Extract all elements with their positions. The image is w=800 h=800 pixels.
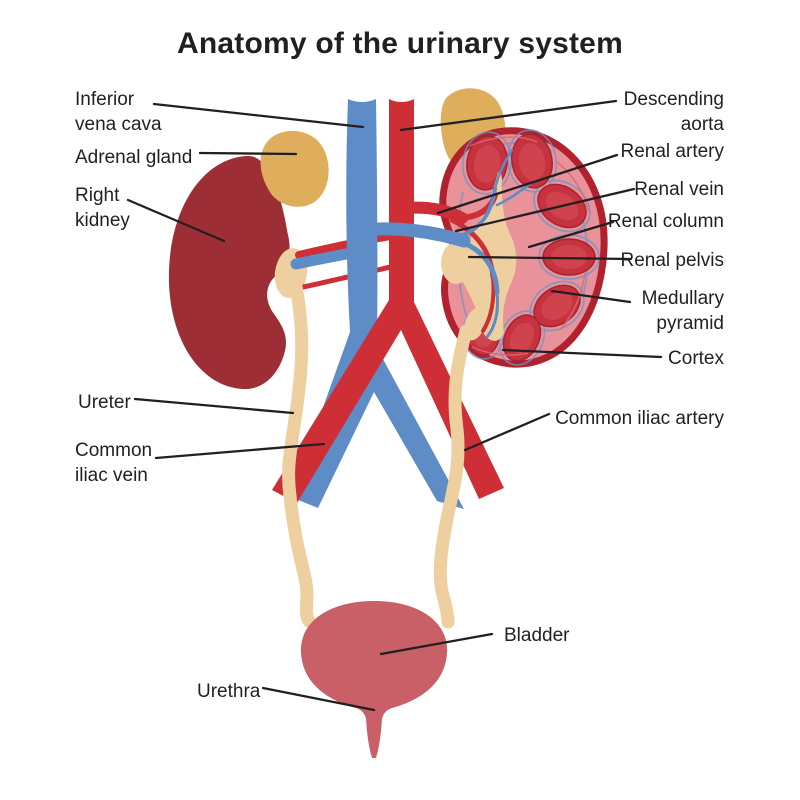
label-right-kidney: Right kidney xyxy=(75,185,130,231)
label-common-iliac-artery: Common iliac artery xyxy=(555,408,724,429)
label-cortex: Cortex xyxy=(668,348,724,369)
leader-adrenal-gland xyxy=(198,151,298,156)
urethra-shape xyxy=(366,717,382,758)
leader-common-iliac-vein xyxy=(154,442,326,460)
leader-cortex xyxy=(501,348,663,359)
leader-renal-pelvis xyxy=(467,255,633,261)
label-renal-pelvis: Renal pelvis xyxy=(620,250,725,271)
page-title: Anatomy of the urinary system xyxy=(177,27,623,60)
bladder-shape xyxy=(300,601,448,719)
leader-common-iliac-artery xyxy=(463,412,551,452)
label-renal-artery: Renal artery xyxy=(620,141,725,162)
label-bladder: Bladder xyxy=(504,625,570,646)
right-renal-vein-vessel xyxy=(290,246,364,270)
label-descending-aorta: Descending aorta xyxy=(623,89,724,135)
renal-artery-vessel xyxy=(399,201,468,224)
right-kidney-shape xyxy=(168,155,290,390)
renal-vein-vessel xyxy=(355,222,471,248)
leader-ureter xyxy=(133,397,295,415)
leader-urethra xyxy=(261,686,376,712)
descending-aorta-vessel xyxy=(272,99,504,503)
leader-bladder xyxy=(379,632,494,656)
label-renal-vein: Renal vein xyxy=(634,179,724,200)
label-adrenal-gland: Adrenal gland xyxy=(75,147,193,168)
leader-descending-aorta xyxy=(399,99,618,132)
ureter-right-side xyxy=(282,279,316,628)
leader-renal-vein xyxy=(454,187,636,233)
leader-renal-artery xyxy=(436,153,619,215)
leader-renal-column xyxy=(527,220,615,249)
adrenal-gland-right xyxy=(260,130,329,207)
leader-inferior-vena-cava xyxy=(152,102,365,129)
label-urethra: Urethra xyxy=(197,681,261,702)
cortical-capillaries xyxy=(469,136,590,356)
leader-medullary-pyramid xyxy=(550,289,632,304)
ureter-left-side xyxy=(433,324,473,629)
label-inferior-vena-cava: Inferior vena cava xyxy=(75,89,162,135)
label-renal-column: Renal column xyxy=(607,211,724,232)
label-ureter: Ureter xyxy=(78,392,131,413)
label-common-iliac-vein: Common iliac vein xyxy=(75,440,153,486)
label-medullary-pyramid: Medullary pyramid xyxy=(641,288,724,334)
leader-right-kidney xyxy=(126,198,226,243)
leader-lines xyxy=(126,99,663,712)
